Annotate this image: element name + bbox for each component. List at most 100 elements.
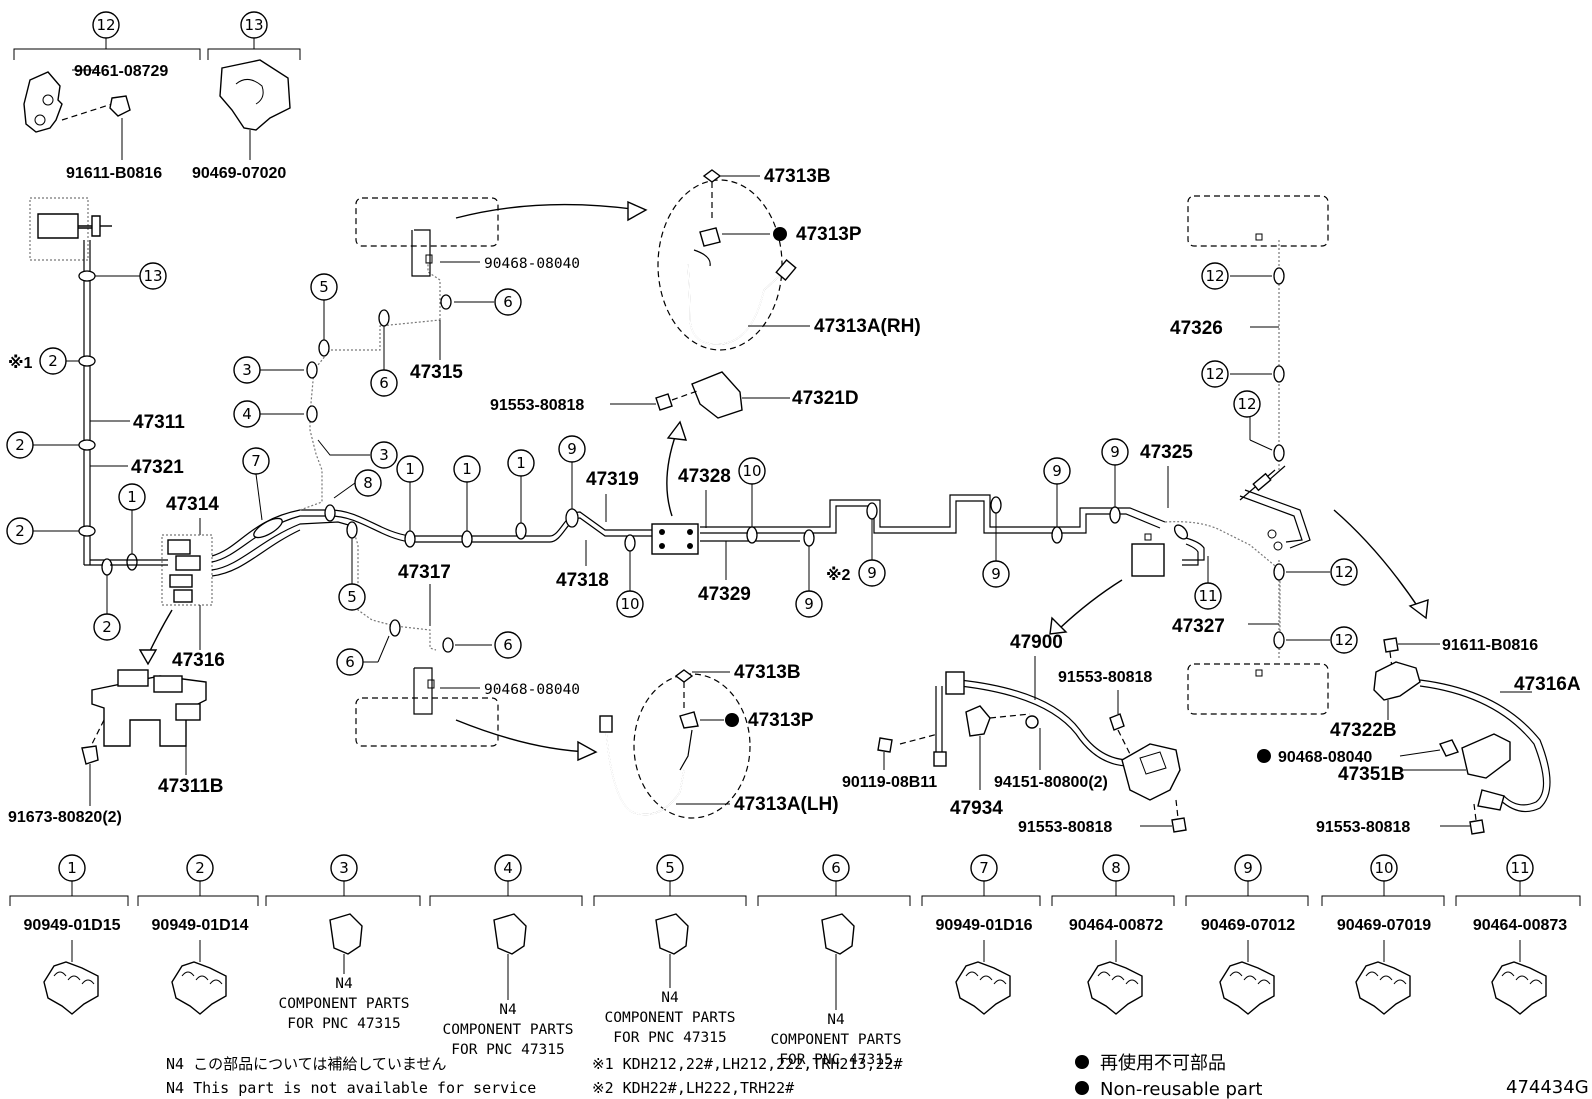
- clip-callout-7: 7: [979, 859, 989, 877]
- bracket-47311B-icon: [91, 675, 207, 747]
- clip-note-6: COMPONENT PARTS: [771, 1032, 902, 1048]
- note-x2: ※2 KDH22#,LH222,TRH22#: [592, 1079, 794, 1097]
- clip-3-icon: [329, 913, 363, 955]
- label-47315: 47315: [410, 362, 463, 383]
- label-47313B-bot: 47313B: [734, 662, 801, 683]
- bolt-icon: [109, 95, 131, 117]
- clip-note-4: COMPONENT PARTS: [443, 1022, 574, 1038]
- svg-text:1: 1: [462, 460, 472, 478]
- label-47321: 47321: [131, 457, 184, 478]
- master-cylinder-area: [29, 197, 112, 566]
- legend-jp: 再使用不可部品: [1100, 1053, 1226, 1074]
- label-47313B-top: 47313B: [764, 166, 831, 187]
- label-91553-80818-c: 91553-80818: [1018, 819, 1112, 836]
- bracket-47934-icon: [965, 705, 991, 737]
- clip-note-3: FOR PNC 47315: [287, 1016, 401, 1032]
- svg-text:5: 5: [319, 278, 329, 296]
- clip-9-icon: [1219, 961, 1275, 1015]
- label-91611-B0816-top: 91611-B0816: [66, 165, 162, 182]
- label-47934: 47934: [950, 798, 1003, 819]
- label-47314: 47314: [166, 494, 219, 515]
- svg-text:9: 9: [867, 564, 877, 582]
- label-47328: 47328: [678, 466, 731, 487]
- svg-text:2: 2: [15, 436, 25, 454]
- non-reusable-dot-icon-2: [1075, 1081, 1089, 1095]
- clip-1-icon: [43, 961, 99, 1015]
- callout-box-upper-right: [1187, 195, 1329, 247]
- rear-right-branch: 12 47326 12 12 12 47327 12: [1164, 195, 1358, 715]
- svg-text:10: 10: [620, 595, 639, 613]
- bracket-47311B: 91673-80820(2) 47311B: [8, 669, 224, 826]
- clip-11-icon: [1491, 961, 1547, 1015]
- callout-box-lower-right: [1187, 663, 1329, 715]
- part-group-12: 12 90461-08729 91611-B0816: [13, 11, 201, 182]
- main-run-clamps: 7 8 1 1 1 9 47319 47318 10 47328 10: [242, 435, 1222, 618]
- svg-text:13: 13: [143, 267, 162, 285]
- svg-text:12: 12: [1237, 395, 1256, 413]
- label-90468-08040-bot: 90468-08040: [484, 682, 580, 698]
- svg-text:1: 1: [405, 460, 415, 478]
- clip-part-number-8: 90464-00872: [1069, 917, 1163, 934]
- footnotes: N4 この部品については補給していません N4 This part is not…: [166, 1053, 1589, 1099]
- clip-callout-6: 6: [831, 859, 841, 877]
- bolt-icon-90119: [877, 737, 893, 753]
- clip-note-4: N4: [499, 1002, 517, 1018]
- clip-note-6: FOR PNC 47315: [779, 1052, 893, 1068]
- svg-text:1: 1: [127, 488, 137, 506]
- label-91553-80818-d: 91553-80818: [1316, 819, 1410, 836]
- bracket-47321D-icon: [691, 371, 743, 419]
- lower-front-branch: 5 6 47317 6 90468-08040 47313B 47313P 47…: [336, 521, 839, 819]
- union-block-icon: [651, 523, 699, 555]
- clip-callout-8: 8: [1111, 859, 1121, 877]
- clip-note-5: COMPONENT PARTS: [605, 1010, 736, 1026]
- clip-item-10: 10 90469-07019: [1321, 854, 1445, 1015]
- clip-note-5: FOR PNC 47315: [613, 1030, 727, 1046]
- label-47329: 47329: [698, 584, 751, 605]
- clip-note-5: N4: [661, 990, 679, 1006]
- clip-part-number-7: 90949-01D16: [936, 917, 1033, 934]
- svg-text:3: 3: [242, 361, 252, 379]
- clip-callout-2: 2: [195, 859, 205, 877]
- upper-front-branch: 4 3 5 6 3 47315 6 90468-08040 47313B 47: [233, 166, 921, 517]
- label-47900: 47900: [1010, 632, 1063, 653]
- svg-text:9: 9: [1110, 443, 1120, 461]
- svg-text:3: 3: [379, 446, 389, 464]
- svg-text:12: 12: [1205, 365, 1224, 383]
- clip-part-number-10: 90469-07019: [1337, 917, 1431, 934]
- clip-callout-10: 10: [1374, 859, 1393, 877]
- clip-callout-11: 11: [1510, 859, 1529, 877]
- label-47313P-bot: 47313P: [748, 710, 814, 731]
- label-91611-B0816-right: 91611-B0816: [1442, 637, 1538, 654]
- svg-text:2: 2: [48, 352, 58, 370]
- label-47321D: 47321D: [792, 388, 859, 409]
- svg-text:12: 12: [1205, 267, 1224, 285]
- svg-text:6: 6: [345, 653, 355, 671]
- bolt-icon-91553-a: [655, 393, 673, 411]
- clip-2-icon: [171, 961, 227, 1015]
- label-90468-08040-top: 90468-08040: [484, 256, 580, 272]
- svg-text:9: 9: [1052, 462, 1062, 480]
- clip-callout-5: 5: [665, 859, 675, 877]
- label-47313A-RH: 47313A(RH): [814, 316, 921, 337]
- clip-callout-3: 3: [339, 859, 349, 877]
- clip-callout-4: 4: [503, 859, 513, 877]
- bolt-icon-91673: [81, 745, 99, 765]
- load-sensing-valve-icon: [1131, 543, 1165, 577]
- clip-callout-9: 9: [1243, 859, 1253, 877]
- bracket-47322B-icon: [1373, 661, 1421, 701]
- label-47326: 47326: [1170, 318, 1223, 339]
- label-94151-80800: 94151-80800(2): [994, 774, 1108, 791]
- callout-13: 13: [244, 16, 263, 34]
- clip-item-8: 8 90464-00872: [1051, 854, 1175, 1015]
- junction-47314: 47314 47316: [110, 494, 225, 671]
- svg-text:12: 12: [1334, 631, 1353, 649]
- label-47322B: 47322B: [1330, 720, 1397, 741]
- part-group-13: 13 90469-07020: [192, 11, 301, 182]
- svg-text:2: 2: [15, 522, 25, 540]
- bolt-icon-91611b: [1383, 637, 1399, 653]
